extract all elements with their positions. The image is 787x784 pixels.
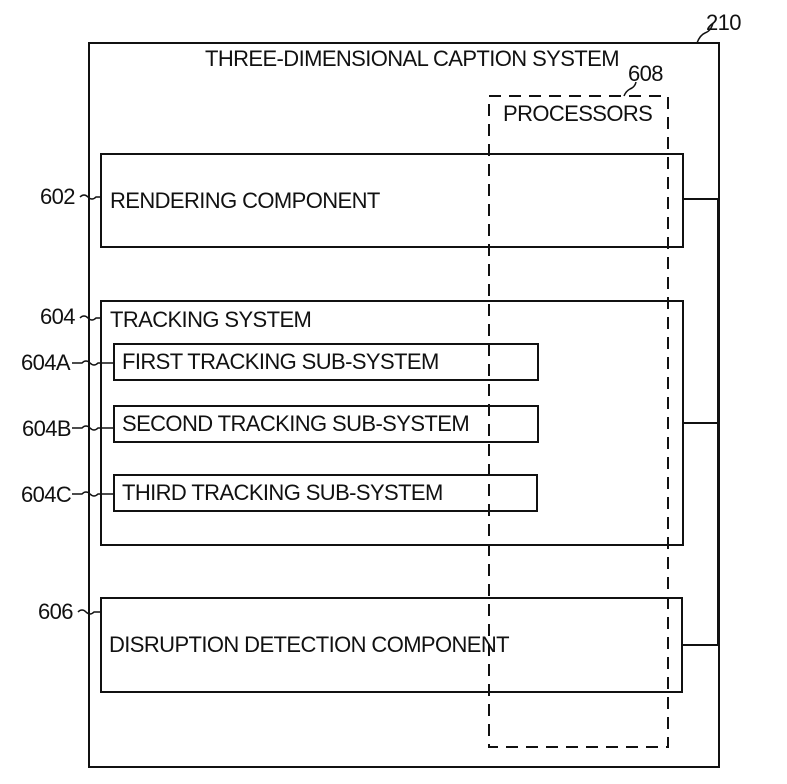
subsystem-a-label: FIRST TRACKING SUB-SYSTEM [122, 349, 439, 374]
leader-606 [77, 609, 101, 615]
ref-210: 210 [706, 10, 742, 35]
ref-602: 602 [40, 184, 76, 209]
subsystem-b-box [113, 405, 539, 443]
processors-box [488, 95, 669, 748]
disruption-label: DISRUPTION DETECTION COMPONENT [109, 632, 510, 657]
leader-604b [72, 425, 114, 431]
subsystem-c-label: THIRD TRACKING SUB-SYSTEM [122, 480, 443, 505]
ref-604b: 604B [22, 416, 72, 441]
leader-604 [79, 315, 101, 321]
subsystem-a-box [113, 343, 539, 381]
leader-602 [79, 194, 101, 200]
subsystem-c-box [113, 474, 538, 512]
bus-connector [682, 198, 719, 646]
rendering-box [100, 153, 684, 248]
ref-604c: 604C [21, 482, 72, 507]
processors-label: PROCESSORS [503, 101, 653, 126]
ref-606: 606 [38, 599, 74, 624]
ref-604a: 604A [21, 350, 71, 375]
tracking-label: TRACKING SYSTEM [110, 307, 312, 332]
ref-604: 604 [40, 304, 76, 329]
leader-608 [623, 81, 637, 97]
system-title: THREE-DIMENSIONAL CAPTION SYSTEM [205, 46, 620, 71]
leader-604c [72, 491, 114, 497]
rendering-label: RENDERING COMPONENT [110, 188, 380, 213]
leader-210 [696, 22, 714, 44]
subsystem-b-label: SECOND TRACKING SUB-SYSTEM [122, 411, 470, 436]
ref-608: 608 [628, 61, 664, 86]
leader-604a [72, 360, 114, 366]
